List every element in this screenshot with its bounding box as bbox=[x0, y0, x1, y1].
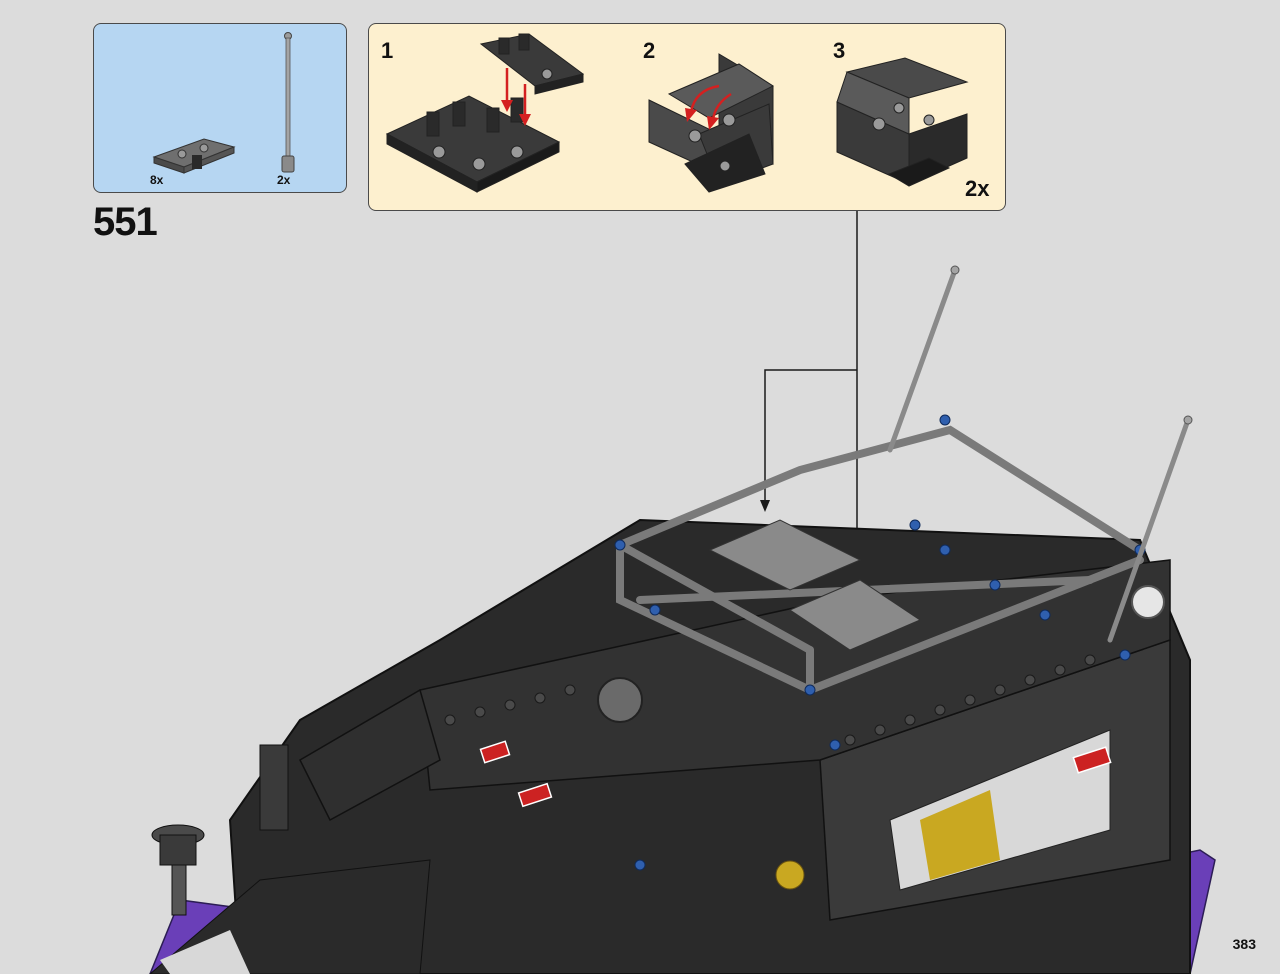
substep-1-illustration bbox=[385, 33, 585, 193]
part-count-plate: 8x bbox=[150, 173, 164, 187]
parts-list-box: 8x 2x bbox=[93, 23, 347, 193]
substep-3-number: 3 bbox=[833, 38, 846, 63]
substep-2-illustration bbox=[648, 53, 775, 193]
step-number: 551 bbox=[93, 200, 158, 244]
submodel-callout-box: 1 2 3 2x bbox=[368, 23, 1006, 211]
part-count-antenna: 2x bbox=[277, 173, 291, 187]
antenna-part bbox=[281, 32, 295, 173]
substep-2-number: 2 bbox=[643, 38, 656, 63]
substep-3-illustration bbox=[836, 57, 969, 187]
submodel-multiplier: 2x bbox=[965, 176, 990, 201]
page-number: 383 bbox=[1232, 936, 1256, 952]
substep-1-number: 1 bbox=[381, 38, 394, 63]
plate-with-clips-part bbox=[152, 138, 236, 174]
